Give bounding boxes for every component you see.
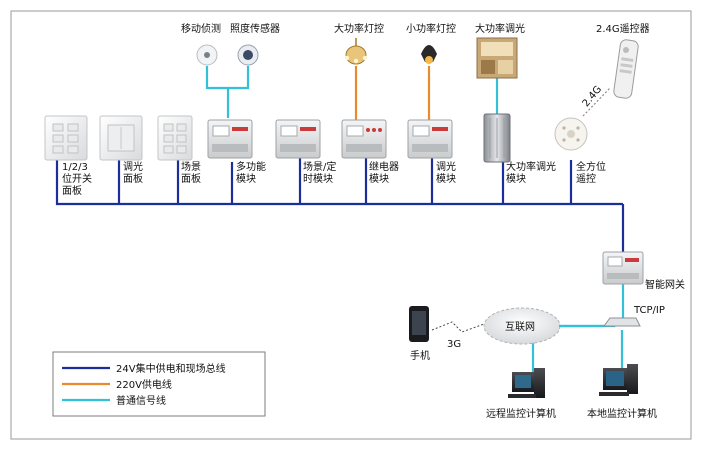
dimmer-panel: [99, 115, 143, 161]
legend-label: 220V供电线: [116, 378, 172, 391]
label-dimmer-panel: 调光面板: [123, 160, 143, 185]
chandelier-icon: [344, 38, 368, 65]
relay-module: [341, 119, 387, 159]
label-high-power-dim: 大功率调光: [475, 22, 525, 35]
room-lighting-photo: [476, 37, 518, 79]
scene-panel: [157, 115, 193, 161]
label-phone: 手机: [410, 349, 430, 362]
lux-sensor-icon: [237, 44, 259, 66]
remote-control-icon: [613, 39, 639, 99]
label-omni-remote: 全方位遥控: [576, 160, 606, 185]
gateway: [602, 251, 644, 285]
motion-sensor-icon: [196, 44, 218, 66]
label-high-power-lamp: 大功率灯控: [334, 22, 384, 35]
dimmer-module: [407, 119, 453, 159]
bulb-lamp-icon: [421, 45, 437, 64]
multifunction-module: [207, 119, 253, 159]
label-local-pc: 本地监控计算机: [587, 407, 657, 420]
label-low-power-lamp: 小功率灯控: [406, 22, 456, 35]
label-3g: 3G: [447, 339, 461, 350]
label-multifunction: 多功能模块: [236, 160, 266, 185]
high-power-dimmer-module: [483, 113, 511, 163]
scene-timer-module: [275, 119, 321, 159]
outer-frame: [10, 10, 692, 440]
label-tcpip: TCP/IP: [633, 305, 665, 316]
phone-icon: [409, 306, 429, 342]
wireless-signal-icon: [582, 87, 611, 117]
switch-hub-icon: [603, 317, 641, 327]
label-internet: 互联网: [505, 321, 535, 333]
switch-panel: [44, 115, 88, 161]
label-gateway: 智能网关: [645, 278, 685, 291]
legend-label: 普通信号线: [116, 394, 166, 407]
label-remote-pc: 远程监控计算机: [486, 407, 556, 420]
wireless-3g-icon: [431, 321, 485, 333]
label-scene-timer: 场景/定时模块: [303, 160, 336, 185]
label-remote: 2.4G遥控器: [596, 22, 650, 35]
label-motion: 移动侦测: [181, 22, 221, 35]
label-relay: 继电器模块: [369, 160, 399, 185]
label-lux: 照度传感器: [230, 22, 280, 35]
remote-pc-icon: [508, 368, 545, 398]
label-wireless: 2.4G: [581, 84, 605, 109]
label-dimmer-module: 调光模块: [436, 160, 456, 185]
legend-label: 24V集中供电和现场总线: [116, 362, 226, 375]
label-high-power-dimmer: 大功率调光模块: [506, 160, 556, 185]
local-pc-icon: [599, 364, 638, 396]
power-220v-lines: [354, 66, 431, 120]
label-scene-panel: 场景面板: [181, 160, 201, 185]
omni-remote: [554, 117, 588, 151]
bus-24v-lines: [55, 158, 625, 252]
